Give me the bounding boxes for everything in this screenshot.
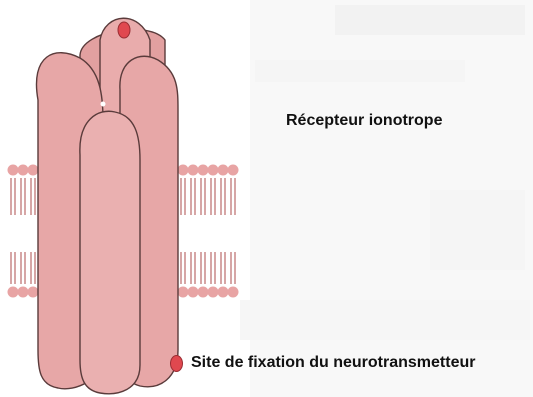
receptor-gap-marker [101, 102, 106, 107]
lipid-head [208, 165, 219, 176]
legend-label: Site de fixation du neurotransmetteur [191, 354, 475, 372]
lipid-head [28, 165, 39, 176]
lipid-head [18, 287, 29, 298]
lipid-head [18, 165, 29, 176]
lipid-head [228, 165, 239, 176]
lipid-head [188, 165, 199, 176]
lipid-head [28, 287, 39, 298]
lipid-head [198, 165, 209, 176]
lipid-head [178, 165, 189, 176]
lipid-head [8, 287, 19, 298]
lipid-head [218, 165, 229, 176]
lipid-head [208, 287, 219, 298]
lipid-head [188, 287, 199, 298]
lipid-head [198, 287, 209, 298]
lipid-head [8, 165, 19, 176]
receptor-title: Récepteur ionotrope [286, 112, 442, 130]
binding-site-legend-icon [170, 355, 183, 372]
receptor-subunit-front [80, 111, 140, 393]
binding-site-marker [118, 22, 130, 38]
lipid-head [228, 287, 239, 298]
lipid-head [178, 287, 189, 298]
ionotropic-receptor [36, 18, 178, 393]
legend: Site de fixation du neurotransmetteur [170, 354, 475, 372]
lipid-head [218, 287, 229, 298]
